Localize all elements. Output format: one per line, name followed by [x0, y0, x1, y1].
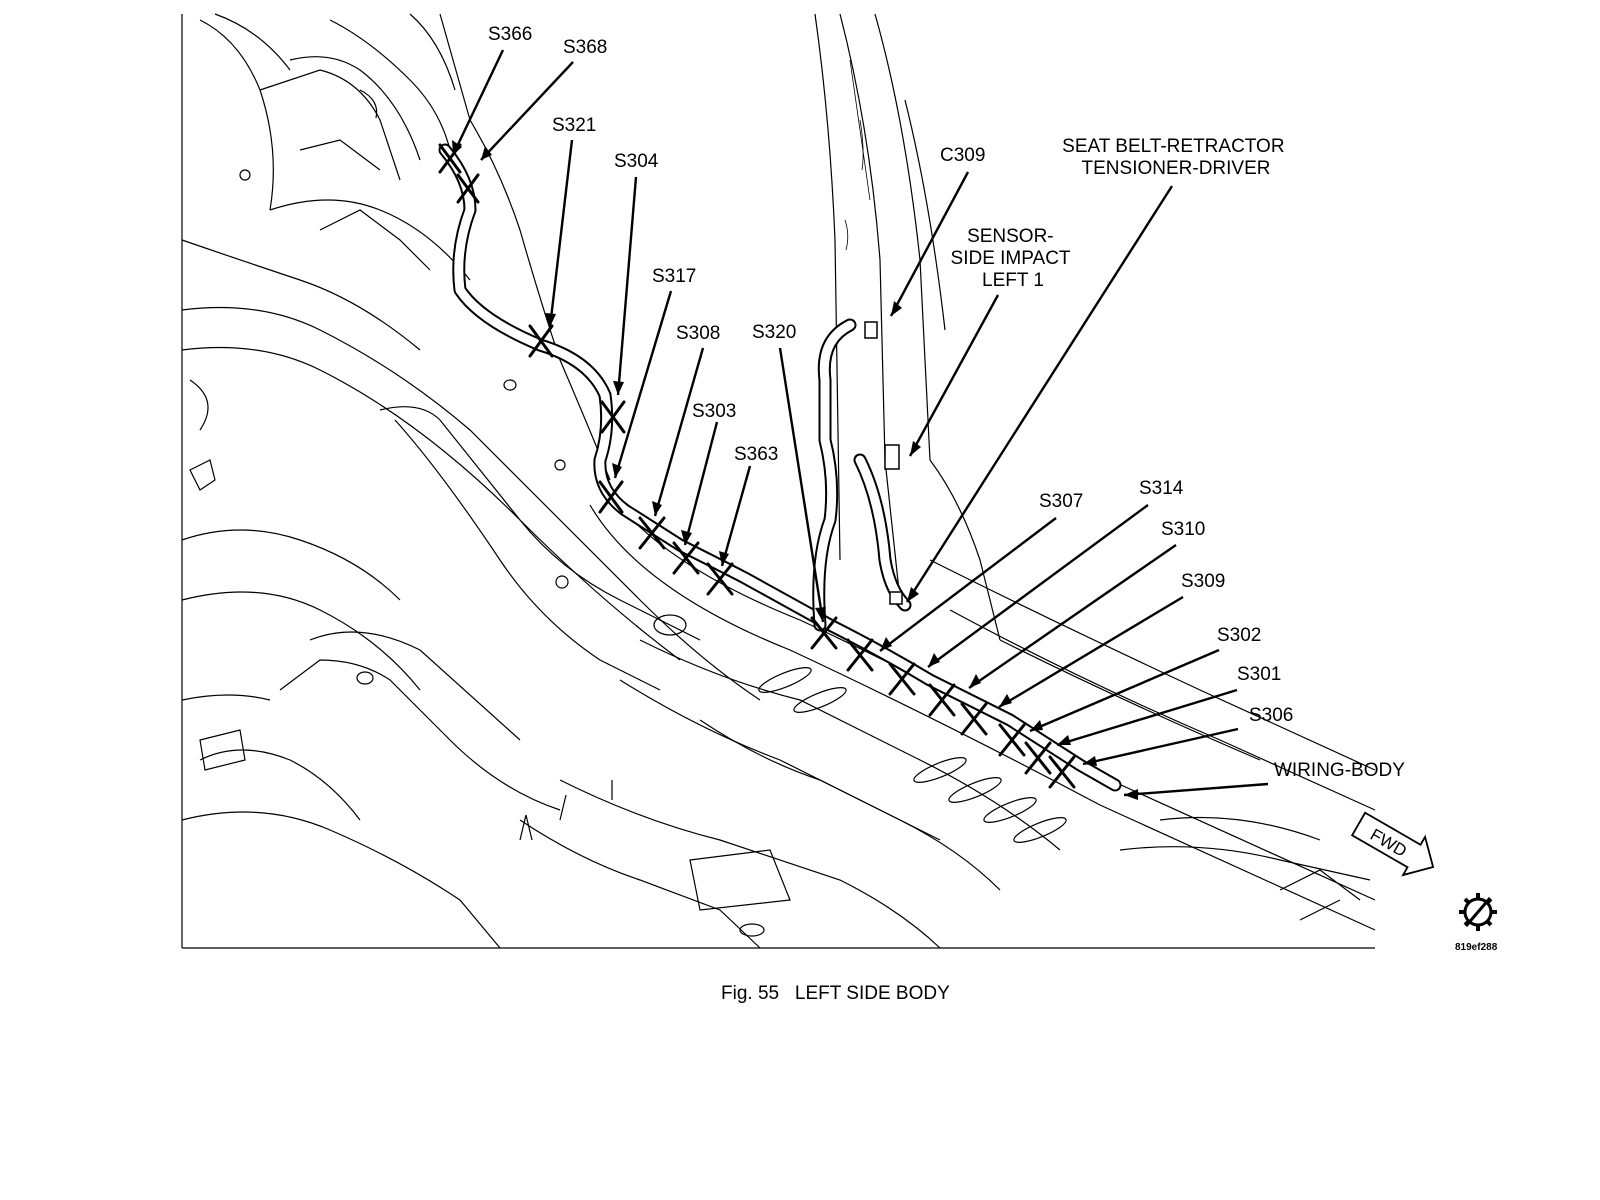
splice-x-s310: [928, 683, 956, 717]
splice-x-s307: [846, 638, 874, 672]
label-s368: S368: [563, 37, 607, 58]
label-s314: S314: [1139, 478, 1184, 499]
label-s306: S306: [1249, 705, 1293, 726]
leader-s301: [1056, 688, 1238, 747]
label-s304: S304: [614, 151, 659, 172]
leader-s368: [480, 61, 574, 161]
label-s317: S317: [652, 266, 696, 287]
splice-x-s301: [1024, 741, 1052, 775]
leader-s303: [683, 421, 719, 546]
splice-x-s368: [456, 173, 480, 204]
leader-s309: [998, 595, 1184, 709]
leader-s363: [720, 465, 752, 567]
label-s307: S307: [1039, 491, 1083, 512]
splice-x-s321: [528, 324, 554, 358]
image-code: 819ef288: [1455, 942, 1498, 953]
label-s308: S308: [676, 323, 720, 344]
label-s303: S303: [692, 401, 736, 422]
splice-x-s320: [810, 616, 838, 650]
label-sensor: SENSOR- SIDE IMPACT LEFT 1: [951, 226, 1076, 291]
label-s301: S301: [1237, 664, 1281, 685]
splice-x-s306: [1048, 755, 1076, 789]
label-s366: S366: [488, 24, 532, 45]
leader-s306: [1082, 727, 1239, 766]
service-symbol-icon: [1459, 893, 1497, 931]
splice-x-s314: [888, 662, 916, 696]
label-s363: S363: [734, 444, 778, 465]
label-seatbelt-line1: SEAT BELT-RETRACTOR: [1062, 136, 1284, 157]
label-wiring-body: WIRING-BODY: [1274, 760, 1405, 781]
label-sensor-line3: LEFT 1: [982, 270, 1044, 291]
leader-wiring: [1123, 782, 1269, 797]
leader-s307: [879, 517, 1057, 652]
leader-s304: [616, 176, 638, 396]
fwd-arrow: FWD: [1350, 811, 1435, 877]
leader-sensor: [908, 294, 1000, 457]
label-c309: C309: [940, 145, 985, 166]
leader-s310: [968, 544, 1177, 689]
leader-s321: [548, 139, 574, 328]
leader-s317: [613, 290, 673, 479]
leader-s314: [927, 504, 1149, 668]
callout-labels: S366 S368 S321 S304 S317 S308 S303 S363 …: [488, 24, 1405, 781]
leader-s366: [451, 49, 505, 156]
splice-x-s303: [672, 541, 700, 575]
label-s309: S309: [1181, 571, 1225, 592]
label-s310: S310: [1161, 519, 1205, 540]
splice-x-s304: [600, 400, 626, 434]
leader-seatbelt: [905, 185, 1174, 603]
leader-s302: [1029, 648, 1220, 733]
leader-c309: [889, 171, 970, 317]
splice-marks: [438, 143, 1076, 789]
label-sensor-line1: SENSOR-: [967, 226, 1054, 247]
splice-x-s308: [638, 516, 666, 550]
label-s321: S321: [552, 115, 596, 136]
splice-x-s363: [706, 562, 734, 596]
label-seatbelt: SEAT BELT-RETRACTOR TENSIONER-DRIVER: [1062, 136, 1290, 179]
splice-x-s302: [998, 723, 1026, 757]
wiring-harness: [438, 143, 1122, 792]
label-s302: S302: [1217, 625, 1261, 646]
label-s320: S320: [752, 322, 796, 343]
splice-x-s366: [438, 143, 462, 174]
label-seatbelt-line2: TENSIONER-DRIVER: [1082, 158, 1271, 179]
splice-x-s317: [598, 480, 624, 514]
leader-lines: [451, 49, 1269, 800]
leader-s320: [778, 347, 825, 623]
leader-s308: [653, 347, 705, 517]
splice-x-s309: [960, 702, 988, 736]
figure-caption: Fig. 55 LEFT SIDE BODY: [721, 983, 950, 1004]
label-sensor-line2: SIDE IMPACT: [951, 248, 1071, 269]
